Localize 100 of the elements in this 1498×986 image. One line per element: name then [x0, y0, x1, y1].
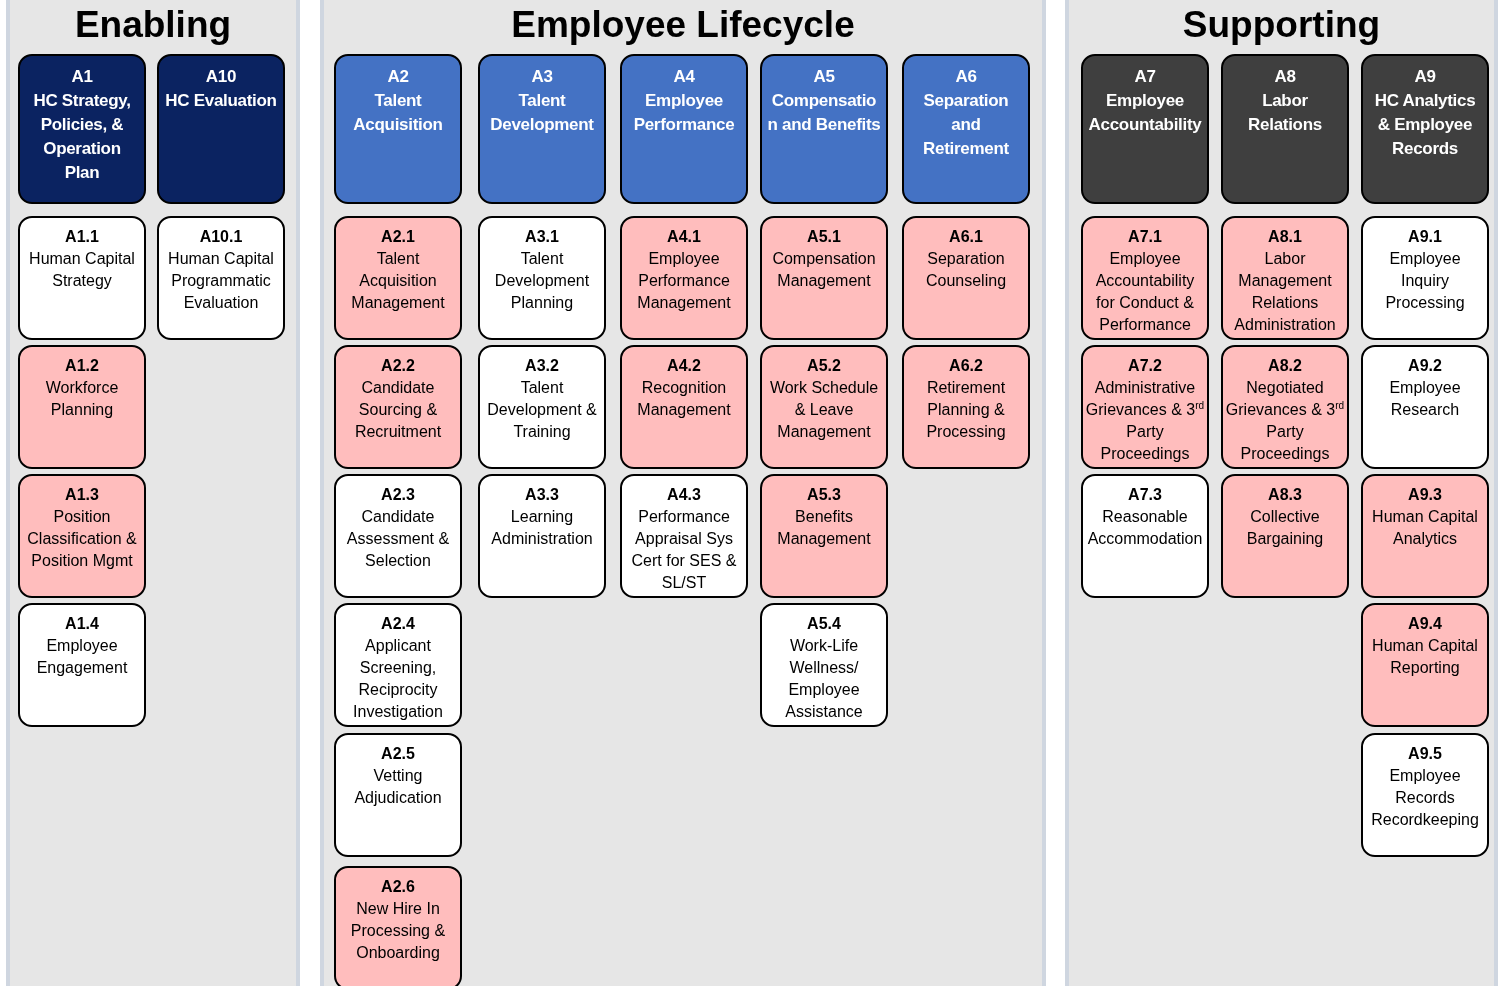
group-panel [320, 0, 1046, 986]
subfunction-box [760, 603, 888, 727]
function-code: A4 [672, 66, 696, 88]
function-name: HC Analytics & Employee Records [1373, 90, 1477, 160]
function-code: A5.3 [806, 485, 842, 505]
subfunction-box [334, 216, 462, 340]
subfunction-box [18, 603, 146, 727]
function-code: A1.2 [64, 356, 100, 376]
function-name: Labor Management Relations Administration [1233, 249, 1337, 335]
function-name: Talent Development [489, 90, 595, 136]
function-code: A9.2 [1407, 356, 1443, 376]
subfunction-box [18, 345, 146, 469]
function-name: Work Schedule & Leave Management [768, 378, 880, 442]
function-name: Human Capital Reporting [1371, 636, 1479, 678]
function-code: A2.2 [380, 356, 416, 376]
subfunction-box [1081, 345, 1209, 469]
function-code: A2.4 [380, 614, 416, 634]
subfunction-box [157, 216, 285, 340]
function-name: HC Evaluation [164, 90, 278, 112]
subfunction-box [760, 345, 888, 469]
function-code: A1.4 [64, 614, 100, 634]
function-name: Human Capital Analytics [1371, 507, 1479, 549]
subfunction-box [18, 216, 146, 340]
subfunction-box [1361, 345, 1489, 469]
function-name: New Hire In Processing & Onboarding [349, 899, 447, 963]
function-name: Learning Administration [490, 507, 594, 549]
subfunction-box [1081, 474, 1209, 598]
function-name: Compensation Management [771, 249, 877, 291]
function-header-box [478, 54, 606, 204]
function-name: Employee Accountability [1088, 90, 1202, 136]
function-code: A7.1 [1127, 227, 1163, 247]
subfunction-box [478, 474, 606, 598]
panel-heading: Supporting [1181, 4, 1382, 46]
function-name: Applicant Screening, Reciprocity Investigation [352, 636, 444, 722]
subfunction-box [1221, 474, 1349, 598]
function-header-box [157, 54, 285, 204]
function-code: A2.6 [380, 877, 416, 897]
function-name: Candidate Sourcing & Recruitment [353, 378, 443, 442]
group-panel [1065, 0, 1498, 986]
function-name: Human Capital Strategy [28, 249, 136, 291]
function-code: A3.2 [524, 356, 560, 376]
function-code: A5 [812, 66, 836, 88]
function-code: A6.1 [948, 227, 984, 247]
function-code: A9.1 [1407, 227, 1443, 247]
subfunction-box [902, 216, 1030, 340]
function-code: A2 [386, 66, 410, 88]
function-code: A1.3 [64, 485, 100, 505]
function-code: A5.1 [806, 227, 842, 247]
subfunction-box [1221, 216, 1349, 340]
function-code: A5.2 [806, 356, 842, 376]
function-name: Employee Performance Management [636, 249, 732, 313]
function-name: Talent Development Planning [493, 249, 591, 313]
function-name: Candidate Assessment & Selection [345, 507, 451, 571]
function-name: Compensation and Benefits [767, 90, 881, 136]
function-code: A9.5 [1407, 744, 1443, 764]
group-panel [6, 0, 300, 986]
subfunction-box [334, 474, 462, 598]
function-code: A10.1 [198, 227, 244, 247]
panel-heading: Employee Lifecycle [510, 4, 856, 46]
subfunction-box [478, 345, 606, 469]
function-code: A8 [1273, 66, 1297, 88]
function-name: Employee Records Recordkeeping [1370, 766, 1480, 830]
function-name: Vetting Adjudication [353, 766, 443, 808]
function-name: Separation and Retirement [922, 90, 1010, 160]
function-code: A4.2 [666, 356, 702, 376]
function-code: A8.1 [1267, 227, 1303, 247]
function-header-box [902, 54, 1030, 204]
function-name: Employee Engagement [35, 636, 129, 678]
function-name: Labor Relations [1247, 90, 1323, 136]
function-name: Employee Inquiry Processing [1384, 249, 1466, 313]
subfunction-box [334, 345, 462, 469]
function-code: A9.4 [1407, 614, 1443, 634]
panel-heading: Enabling [73, 4, 233, 46]
function-code: A6 [954, 66, 978, 88]
function-header-box [760, 54, 888, 204]
function-name: Collective Bargaining [1245, 507, 1325, 549]
function-header-box [1221, 54, 1349, 204]
function-name: Employee Research [1388, 378, 1462, 420]
function-code: A4.3 [666, 485, 702, 505]
function-name: Work-Life Wellness/ Employee Assistance [784, 636, 864, 722]
subfunction-box [760, 474, 888, 598]
subfunction-box [620, 474, 748, 598]
function-name: Separation Counseling [924, 249, 1008, 291]
function-name: Human Capital Programmatic Evaluation [167, 249, 275, 313]
subfunction-box [620, 345, 748, 469]
function-name: Reasonable Accommodation [1086, 507, 1204, 549]
function-header-box [334, 54, 462, 204]
function-name: Talent Development & Training [486, 378, 598, 442]
function-code: A9.3 [1407, 485, 1443, 505]
subfunction-box [1361, 216, 1489, 340]
subfunction-box [620, 216, 748, 340]
function-code: A3.3 [524, 485, 560, 505]
subfunction-box [1081, 216, 1209, 340]
subfunction-box [334, 733, 462, 857]
subfunction-box [1361, 733, 1489, 857]
function-code: A5.4 [806, 614, 842, 634]
function-name: Talent Acquisition [352, 90, 444, 136]
function-name: Administrative Grievances & 3$^{rd}$ Party Proceedings [1085, 378, 1205, 464]
function-header-box [1361, 54, 1489, 204]
function-code: A2.5 [380, 744, 416, 764]
